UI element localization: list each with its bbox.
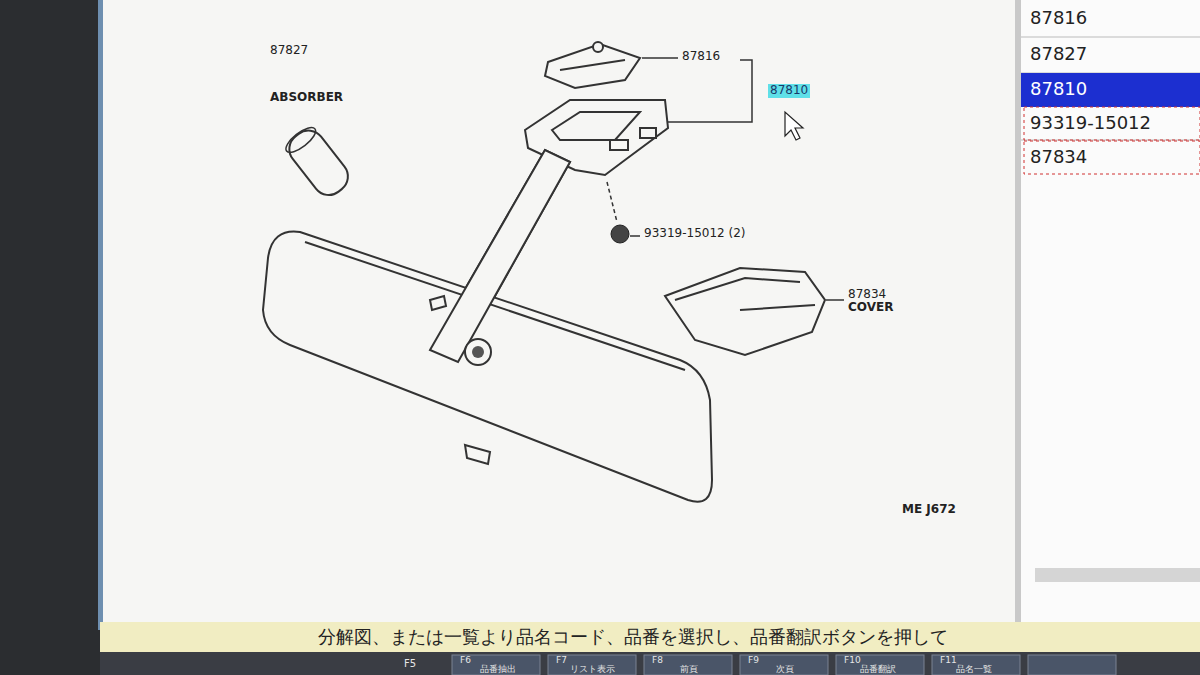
divider bbox=[1015, 0, 1021, 630]
callout-number: 87816 bbox=[682, 50, 720, 64]
key-label: 品番抽出 bbox=[480, 664, 516, 674]
callout-number: 93319-15012 (2) bbox=[644, 227, 746, 241]
key-bar bbox=[100, 652, 1200, 675]
key-label: F5 bbox=[404, 658, 416, 670]
table-cell: 87834 bbox=[1030, 147, 1087, 168]
table-cell: 87816 bbox=[1030, 8, 1087, 29]
drawing-code: ME J672 bbox=[902, 503, 956, 517]
key-label: リスト表示 bbox=[570, 664, 615, 674]
plate-part bbox=[545, 42, 640, 88]
absorber-part bbox=[282, 123, 354, 201]
callout-number: 87827 bbox=[270, 44, 308, 58]
mirror-arm bbox=[430, 150, 570, 362]
pivot bbox=[472, 346, 484, 358]
key-label: 次頁 bbox=[776, 664, 794, 674]
table-cell: 93319-15012 bbox=[1030, 113, 1151, 134]
pivot bbox=[465, 339, 491, 365]
key-label: F11 bbox=[940, 655, 957, 665]
mouse-cursor bbox=[785, 112, 803, 140]
key-label: 品名一覧 bbox=[956, 664, 992, 674]
key-label: F9 bbox=[748, 655, 759, 665]
table-cell: 87827 bbox=[1030, 44, 1087, 65]
callout-number: 87810 bbox=[768, 84, 810, 98]
cover-part bbox=[665, 268, 825, 355]
list-mark bbox=[1024, 141, 1200, 174]
scrollbar bbox=[1035, 568, 1200, 582]
key-label: F7 bbox=[556, 655, 567, 665]
status-text: 分解図、または一覧より品名コード、品番を選択し、品番翻訳ボタンを押して bbox=[318, 627, 948, 648]
key-label: F6 bbox=[460, 655, 471, 665]
list-mark bbox=[1024, 107, 1200, 140]
window-ground bbox=[100, 0, 1200, 630]
key-label: F8 bbox=[652, 655, 663, 665]
status-bar bbox=[100, 622, 1200, 652]
function-keys bbox=[452, 655, 1116, 675]
list-panel bbox=[1021, 0, 1200, 630]
list-highlight bbox=[1021, 73, 1200, 107]
part-name: COVER bbox=[848, 301, 893, 315]
key-label: F10 bbox=[844, 655, 861, 665]
callout-number: 87834 bbox=[848, 288, 886, 302]
window-edge bbox=[98, 0, 103, 630]
screw-part bbox=[611, 225, 629, 243]
part-name: ABSORBER bbox=[270, 91, 343, 105]
table-cell: 87810 bbox=[1030, 79, 1087, 100]
key-label: 前頁 bbox=[680, 664, 698, 674]
leader-lines bbox=[630, 58, 844, 300]
list-rows bbox=[1021, 37, 1200, 140]
key-label: 品番翻訳 bbox=[860, 664, 896, 674]
screw-axis bbox=[607, 182, 617, 222]
